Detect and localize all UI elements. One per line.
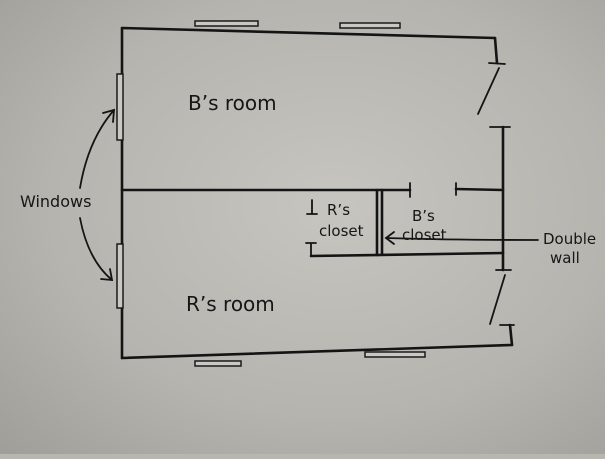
windows-label: Windows [20, 192, 91, 211]
r-closet-label-2: closet [319, 222, 364, 240]
windows-arrow-upper [79, 109, 115, 189]
window-left-upper [116, 73, 124, 141]
b-closet-label-1: B’s [412, 207, 435, 225]
door-tick [488, 62, 506, 65]
window-bottom-right [364, 351, 426, 358]
window-top-right [339, 22, 401, 29]
double-wall-label-2: wall [550, 249, 580, 267]
b-room-label: B’s room [188, 91, 277, 115]
windows-arrow-lower [79, 217, 113, 281]
bottom-wall [120, 343, 514, 360]
window-top-left [194, 20, 259, 27]
double-wall-arrow [385, 237, 539, 241]
door-swing-lower [489, 274, 506, 325]
r-closet-label-1: R’s [327, 201, 350, 219]
right-wall-lower [508, 323, 514, 347]
window-bottom-left [194, 360, 242, 367]
closet-door-tick [306, 199, 318, 215]
closet-bottom-wall [309, 251, 505, 258]
arrow-head-icon [102, 108, 116, 123]
right-wall-upper [493, 36, 499, 65]
closet-door-tick [305, 242, 317, 257]
door-swing-upper [477, 67, 500, 115]
r-room-label: R’s room [186, 292, 275, 316]
b-closet-label-2: closet [402, 226, 447, 244]
window-left-lower [116, 243, 124, 309]
double-wall-label-1: Double [543, 230, 596, 248]
top-wall [120, 26, 497, 40]
arrow-head-icon [384, 231, 395, 245]
arrow-head-icon [100, 268, 114, 282]
middle-wall-right [454, 187, 505, 192]
